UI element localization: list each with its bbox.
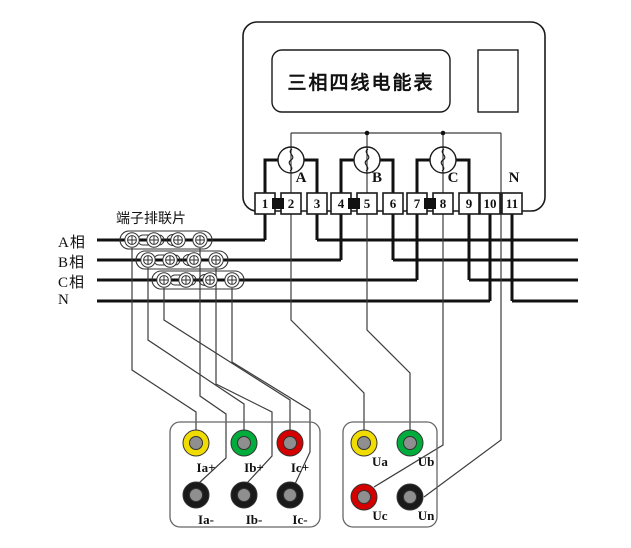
wire-un	[423, 214, 502, 498]
element-label-b: B	[371, 170, 382, 186]
terminal-strips	[119, 230, 245, 290]
link-4-5	[348, 198, 360, 209]
voltage-terminals	[350, 429, 424, 511]
element-label-a: A	[295, 170, 307, 186]
meter-title: 三相四线电能表	[287, 72, 435, 94]
element-b-icon	[353, 146, 381, 174]
label-ua: Ua	[372, 454, 388, 469]
terminal-5: 5	[363, 196, 371, 211]
terminal-strip-label: 端子排联片	[116, 212, 186, 227]
element-label-c: C	[447, 170, 459, 186]
voltage-common-line	[290, 130, 502, 214]
strip-a	[119, 230, 213, 250]
terminal-3: 3	[313, 196, 321, 211]
current-terminals	[182, 429, 304, 509]
junction-dot	[440, 130, 446, 136]
label-ia-plus: Ia+	[196, 460, 216, 475]
strip-c	[151, 270, 245, 290]
element-label-n: N	[508, 170, 520, 186]
terminal-1: 1	[261, 196, 269, 211]
meter-display-window	[477, 49, 519, 113]
terminal-2: 2	[287, 196, 295, 211]
bus-c-load	[467, 214, 578, 282]
test-boxes	[169, 421, 438, 528]
link-1-2	[272, 198, 284, 209]
bus-c-source	[97, 214, 419, 282]
terminal-4: 4	[337, 196, 345, 211]
meter-nameplate-box	[271, 49, 451, 113]
wire-ib-plus	[147, 268, 245, 430]
label-ic-minus: Ic-	[292, 512, 308, 527]
bus-b-load	[391, 214, 578, 262]
bus-label-b-phase: B相	[58, 255, 86, 271]
label-uc: Uc	[372, 508, 388, 523]
voltage-terminal-box	[342, 421, 438, 528]
terminal-10: 10	[483, 196, 497, 211]
label-ic-plus: Ic+	[290, 460, 310, 475]
terminal-7: 7	[413, 196, 421, 211]
wire-ic-minus	[231, 288, 311, 485]
wire-ub	[366, 214, 411, 430]
wire-uc	[373, 214, 444, 488]
wire-ib-minus	[215, 268, 273, 484]
link-7-8	[424, 198, 436, 209]
wire-ic-plus	[163, 288, 291, 430]
current-terminal-box	[169, 421, 321, 528]
label-un: Un	[417, 508, 435, 523]
wire-ia-plus	[131, 248, 197, 430]
bus-n-source	[97, 214, 492, 303]
bus-label-n: N	[58, 292, 70, 308]
junction-dot	[364, 130, 370, 136]
terminal-11: 11	[505, 196, 519, 211]
element-c-icon	[429, 146, 457, 174]
current-coil-links	[263, 158, 471, 193]
bus-a-load	[315, 214, 578, 242]
meter-elements	[277, 146, 457, 174]
terminal-9: 9	[465, 196, 473, 211]
meter-terminal-blocks	[254, 192, 523, 215]
label-ia-minus: Ia-	[198, 512, 214, 527]
wire-ia-minus	[198, 248, 227, 484]
bus-label-a-phase: A相	[58, 235, 86, 251]
label-ub: Ub	[417, 454, 435, 469]
test-wires	[131, 214, 502, 498]
wire-ua	[290, 214, 365, 430]
bus-label-c-phase: C相	[58, 275, 86, 291]
terminal-6: 6	[389, 196, 397, 211]
bus-bars	[97, 214, 578, 303]
element-a-icon	[277, 146, 305, 174]
label-ib-plus: Ib+	[244, 460, 264, 475]
bus-n-load	[510, 214, 578, 303]
terminal-8: 8	[439, 196, 447, 211]
label-ib-minus: Ib-	[245, 512, 263, 527]
strip-b	[135, 250, 229, 270]
